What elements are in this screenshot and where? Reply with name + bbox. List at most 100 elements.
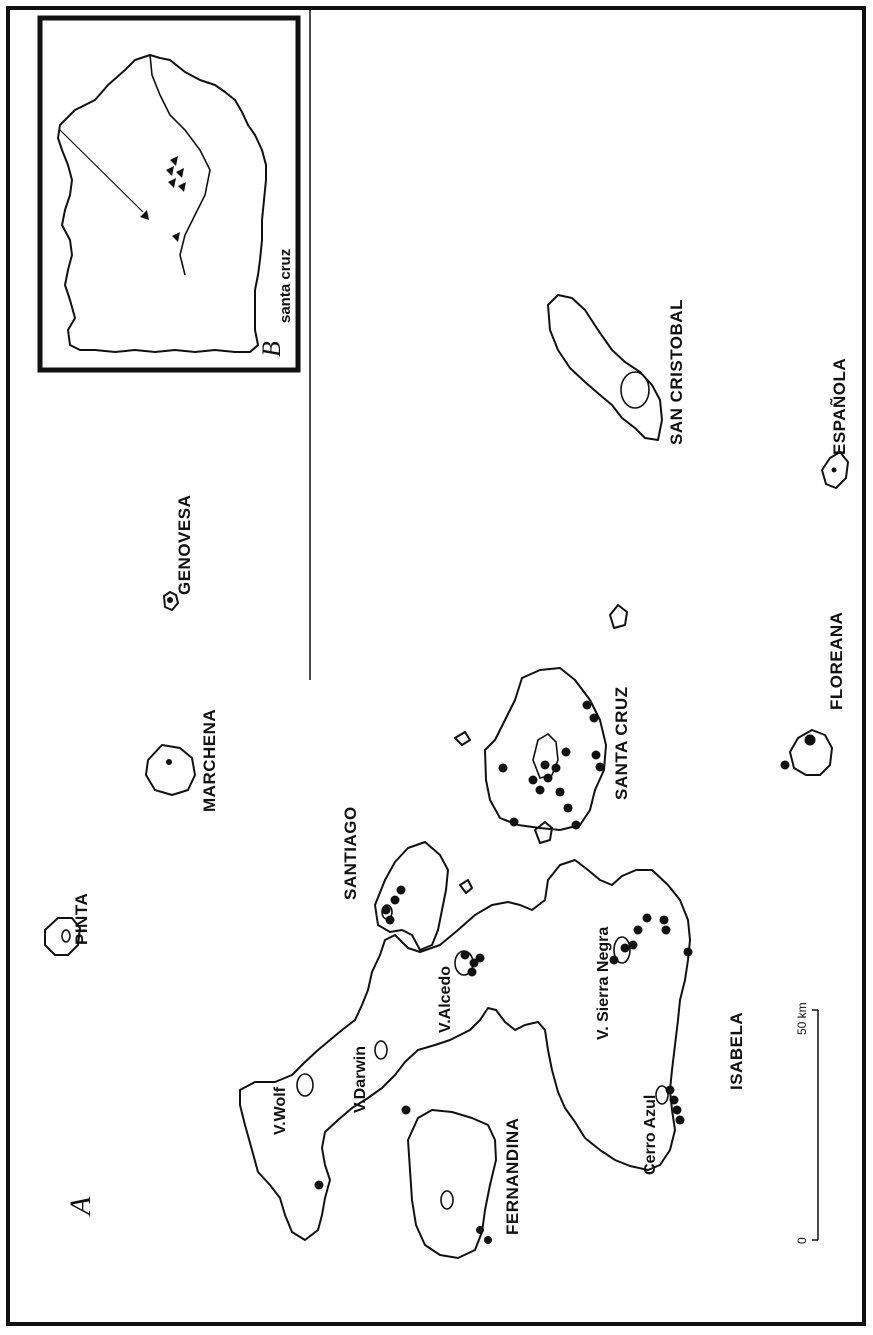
sample-site-marker	[385, 915, 395, 925]
inset-triangle-marker	[172, 232, 180, 242]
label-v-alcedo: V.Alcedo	[437, 966, 454, 1033]
sample-site-marker	[381, 905, 391, 915]
sample-site-marker	[642, 913, 652, 923]
sample-site-marker	[390, 895, 400, 905]
sample-site-marker	[551, 763, 561, 773]
sample-site-marker	[167, 597, 173, 603]
island-outline	[163, 591, 179, 611]
sample-site-marker	[620, 943, 630, 953]
caldera-wolf	[296, 1073, 314, 1097]
label-santiago: SANTIAGO	[341, 806, 360, 900]
label-cerro-azul: Cerro Azul	[642, 1095, 659, 1175]
island-genovesa: GENOVESA	[163, 495, 194, 611]
sample-site-marker	[401, 1105, 411, 1115]
label-espanola: ESPAÑOLA	[829, 358, 849, 455]
scale-end-label: 50 km	[795, 1002, 809, 1035]
island-outline	[532, 732, 559, 779]
sample-site-marker	[396, 885, 406, 895]
island-floreana: FLOREANA	[780, 612, 846, 776]
sample-site-marker	[460, 950, 470, 960]
sample-site-marker	[561, 747, 571, 757]
island-santa-cruz: SANTA CRUZ	[484, 667, 631, 831]
sample-site-marker	[804, 734, 816, 746]
label-v-sierra-negra: V. Sierra Negra	[595, 927, 612, 1040]
sample-site-marker	[166, 759, 172, 765]
panel-label-b: B	[257, 341, 286, 357]
sample-site-marker	[589, 713, 599, 723]
sample-site-marker	[555, 787, 565, 797]
island-outline	[484, 667, 607, 831]
island-isabela: ISABELA	[239, 859, 746, 1241]
sample-site-marker	[669, 1095, 679, 1105]
inset-triangle-marker	[140, 210, 149, 220]
caldera-contour	[61, 929, 71, 943]
inset-frame	[37, 15, 301, 373]
sample-site-marker	[314, 1180, 324, 1190]
inset-triangle-marker	[166, 166, 174, 176]
islet-north-seymour	[454, 731, 471, 746]
sample-site-marker	[683, 947, 693, 957]
panel-label-a: A	[64, 1196, 97, 1217]
inset-pointer-line	[59, 129, 144, 213]
sample-site-marker	[540, 760, 550, 770]
sample-site-marker	[475, 953, 485, 963]
sample-site-marker	[535, 785, 545, 795]
label-v-darwin: V.Darwin	[352, 1046, 369, 1113]
caldera-darwin	[374, 1040, 388, 1060]
sample-site-marker	[467, 967, 477, 977]
inset-triangle-marker	[176, 168, 184, 178]
caldera-contour	[440, 1190, 454, 1210]
sample-site-marker	[498, 763, 508, 773]
sample-site-marker	[672, 1105, 682, 1115]
sample-site-marker	[659, 915, 669, 925]
inset-b: B santa cruz	[37, 15, 301, 373]
inset-triangle-marker	[178, 182, 186, 192]
caldera-sierra-negra	[613, 936, 631, 964]
scale-bar: 0 50 km	[795, 1002, 819, 1244]
island-marchena: MARCHENA	[145, 709, 219, 812]
island-outline	[239, 859, 691, 1241]
sample-site-marker	[591, 750, 601, 760]
label-floreana: FLOREANA	[827, 612, 846, 710]
inset-contour-line	[149, 54, 211, 276]
islet-pinzon	[534, 821, 553, 844]
sample-site-marker	[571, 820, 581, 830]
sample-site-marker	[469, 958, 479, 968]
sample-site-marker	[509, 817, 519, 827]
caldera-cerro-azul	[655, 1085, 669, 1105]
inset-triangle-marker	[170, 156, 178, 166]
label-genovesa: GENOVESA	[175, 495, 194, 595]
sample-site-marker	[665, 1085, 675, 1095]
sample-site-marker	[484, 1236, 492, 1244]
island-outline	[145, 744, 196, 796]
island-san-cristobal: SAN CRISTOBAL	[547, 294, 686, 445]
sample-site-marker	[780, 760, 790, 770]
sample-site-marker	[582, 700, 592, 710]
caldera-contour	[620, 371, 650, 409]
island-outline	[44, 917, 81, 956]
sample-site-marker	[476, 1226, 484, 1234]
label-santa-cruz: SANTA CRUZ	[612, 686, 631, 800]
island-fernandina: FERNANDINA	[407, 1109, 522, 1259]
sample-site-marker	[628, 940, 638, 950]
label-isabela: ISABELA	[727, 1012, 746, 1090]
sample-site-marker	[543, 773, 553, 783]
sample-site-marker	[675, 1115, 685, 1125]
island-outline	[789, 729, 833, 776]
island-outline	[407, 1109, 497, 1259]
island-outline	[374, 841, 449, 951]
sample-site-marker	[831, 467, 837, 473]
label-fernandina: FERNANDINA	[503, 1118, 522, 1235]
label-san-cristobal: SAN CRISTOBAL	[667, 299, 686, 445]
label-marchena: MARCHENA	[200, 709, 219, 812]
sample-site-marker	[528, 775, 538, 785]
sample-site-marker	[661, 925, 671, 935]
islet-santa-fe	[609, 604, 628, 629]
island-espanola: ESPAÑOLA	[821, 358, 849, 489]
inset-label: santa cruz	[277, 249, 294, 323]
sample-site-marker	[609, 955, 619, 965]
island-outline	[821, 451, 849, 489]
island-outline	[547, 294, 663, 441]
